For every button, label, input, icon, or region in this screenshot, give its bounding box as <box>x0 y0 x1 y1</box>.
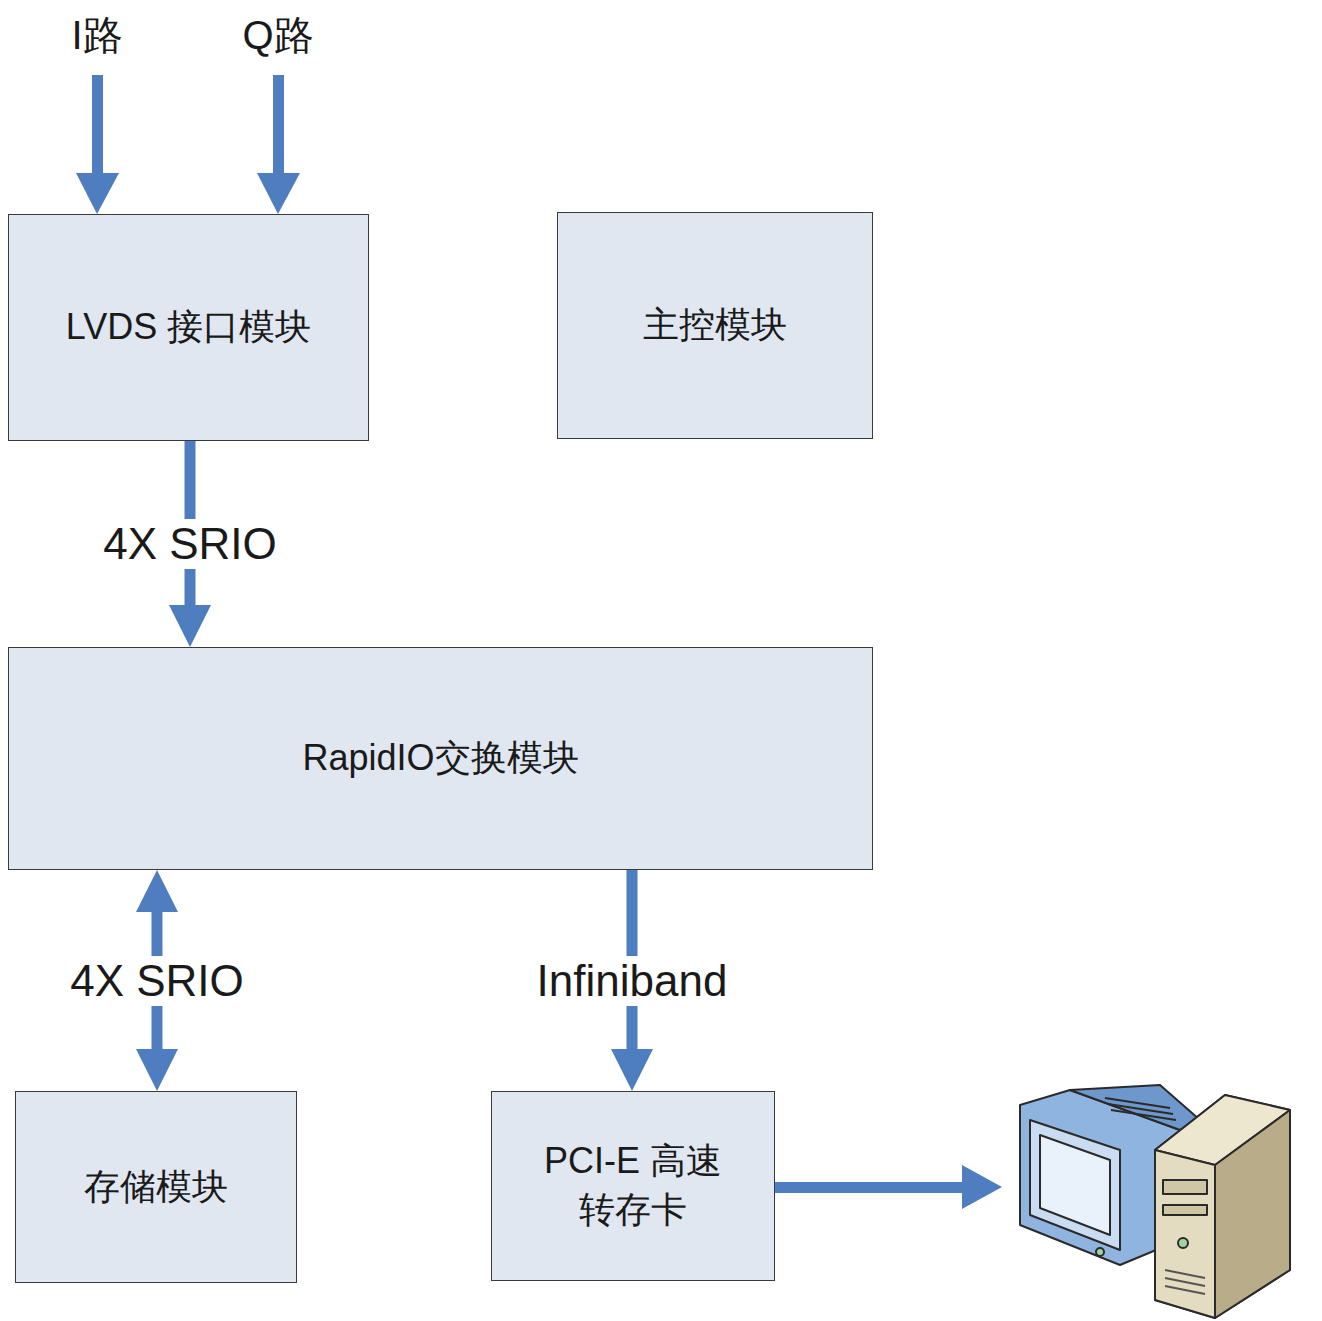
arrow-head <box>611 1049 653 1091</box>
module-box: 存储模块 <box>15 1091 297 1283</box>
module-name: LVDS 接口模块 <box>66 303 311 352</box>
input-arrow-head <box>76 173 119 214</box>
module-box: LVDS 接口模块 <box>8 214 369 441</box>
input-arrow-head <box>257 173 300 214</box>
input-arrow <box>92 75 103 175</box>
output-arrow <box>770 1182 965 1193</box>
signal-label: I路 <box>71 8 122 63</box>
bus-label: Infiniband <box>533 956 732 1006</box>
arrow-head <box>136 1049 178 1091</box>
module-box: 主控模块 <box>557 212 873 439</box>
module-box: PCI-E 高速转存卡 <box>491 1091 775 1281</box>
module-name: RapidIO交换模块 <box>302 734 578 783</box>
bus-label: 4X SRIO <box>66 956 248 1006</box>
computer-icon <box>1020 1085 1290 1318</box>
signal-label: Q路 <box>242 8 313 63</box>
arrow-head <box>136 870 178 912</box>
module-name: 主控模块 <box>643 301 787 350</box>
bus-label: 4X SRIO <box>99 519 281 569</box>
arrow-head <box>169 605 211 647</box>
input-arrow <box>273 75 284 175</box>
module-box: RapidIO交换模块 <box>8 647 873 870</box>
module-name: PCI-E 高速转存卡 <box>528 1137 738 1234</box>
output-arrow-head <box>962 1165 1002 1209</box>
module-name: 存储模块 <box>84 1163 228 1212</box>
